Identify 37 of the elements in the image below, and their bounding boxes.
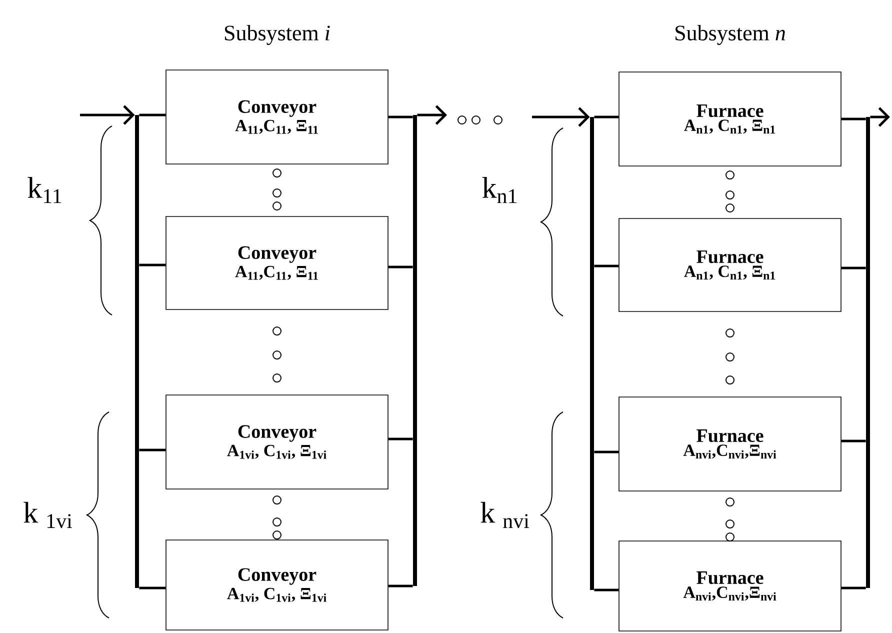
process-box: Furnace A$_{n1}$, C$_{n1}$, Ξ$_{n1}$ (618, 218, 842, 312)
connector-line (594, 264, 619, 268)
connector-line (139, 586, 166, 590)
brace-label: k $_{1vi}$ (24, 502, 72, 528)
arrow (532, 107, 590, 127)
brace-label: k $_{nvi}$ (480, 502, 530, 528)
brace-label: k$_{n1}$ (482, 176, 516, 204)
bus-bar (590, 117, 594, 590)
process-box: Conveyor A$_{1vi}$, C$_{1vi}$, Ξ$_{1vi}$ (166, 540, 388, 630)
connector-line (388, 266, 413, 268)
connector-line (139, 114, 166, 116)
connector-line (841, 440, 866, 442)
bus-bar (135, 115, 139, 588)
connector-line (139, 264, 166, 266)
bus-bar (866, 117, 870, 588)
process-box: Furnace A$_{nvi}$,C$_{nvi}$,Ξ$_{nvi}$ (618, 396, 842, 492)
connector-line (594, 588, 619, 592)
process-box: Conveyor A$_{11}$,C$_{11}$, Ξ$_{11}$ (166, 70, 388, 164)
subsystem-title: Subsystem i (225, 25, 330, 46)
subsystem-title: Subsystem n (676, 25, 786, 46)
connector-line (388, 584, 413, 588)
connector-line (388, 438, 413, 440)
connector-line (841, 586, 866, 590)
connector-line (841, 118, 866, 120)
connector-line (139, 448, 166, 452)
process-box: Furnace A$_{nvi}$,C$_{nvi}$,Ξ$_{nvi}$ (618, 540, 842, 632)
process-box: Furnace A$_{n1}$, C$_{n1}$, Ξ$_{n1}$ (618, 72, 842, 166)
connector-line (388, 116, 413, 118)
process-box: Conveyor A$_{1vi}$, C$_{1vi}$, Ξ$_{1vi}$ (166, 394, 388, 490)
arrow (417, 105, 447, 125)
brace-label: k$_{11}$ (28, 176, 62, 204)
bus-bar (413, 115, 417, 586)
connector-line (594, 450, 619, 454)
connector-line (841, 266, 866, 270)
process-box: Conveyor A$_{11}$,C$_{11}$, Ξ$_{11}$ (166, 216, 388, 310)
connector-line (594, 116, 619, 118)
arrow (80, 105, 135, 125)
